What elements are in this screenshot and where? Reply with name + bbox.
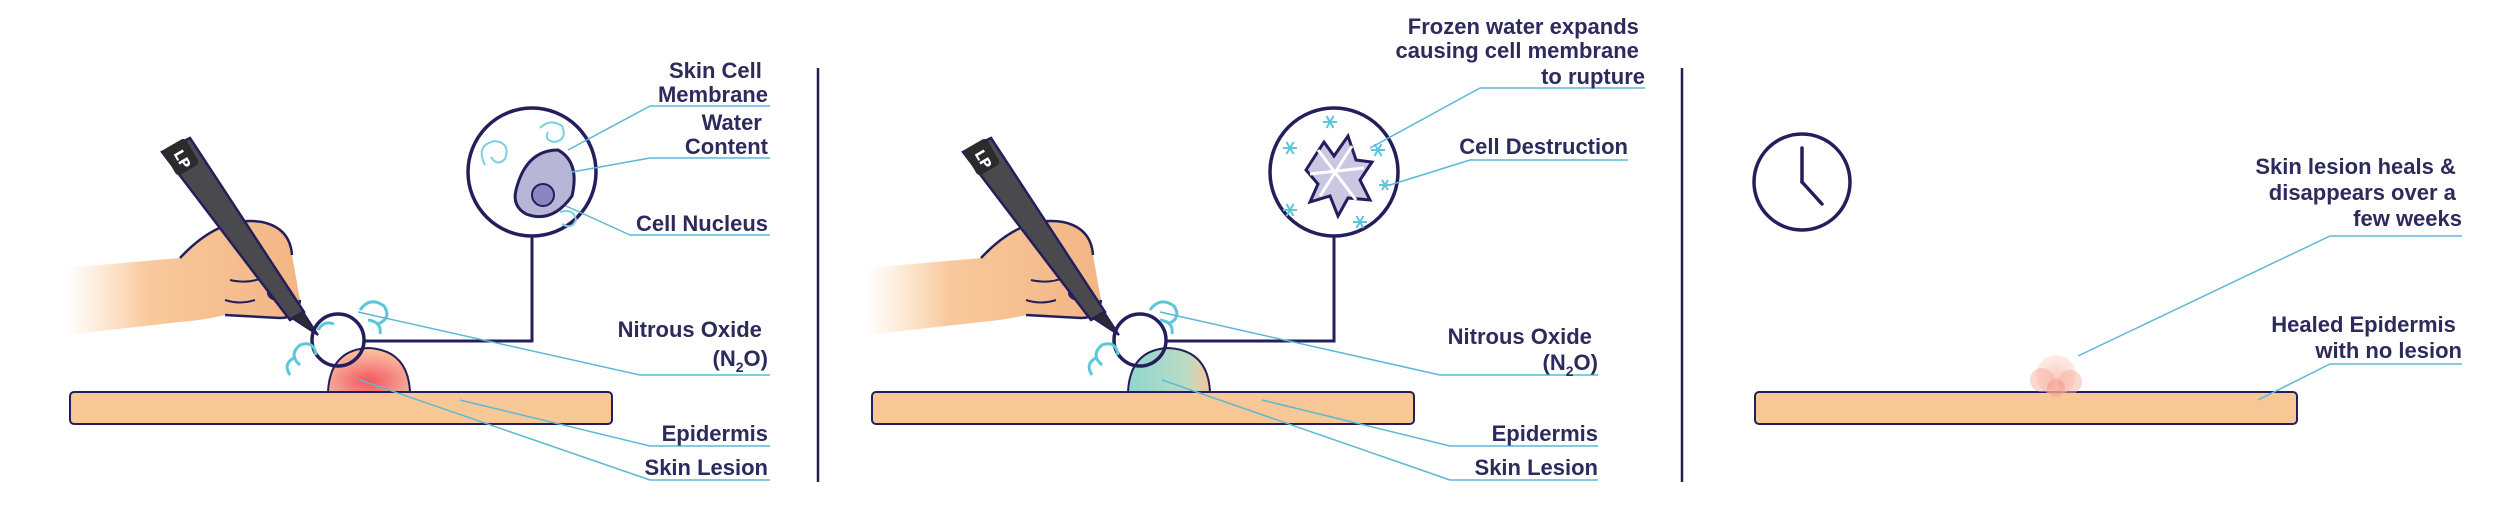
cryo-pen-icon: LP: [961, 136, 1120, 336]
label-frozen-water-expands: Frozen water expands causing cell membra…: [1396, 14, 1645, 89]
label-nitrous-oxide: Nitrous Oxide (N2O): [1448, 324, 1598, 379]
panel-3: Skin lesion heals & disappears over a fe…: [1752, 132, 2462, 425]
spray-swirls: [285, 300, 389, 376]
spray-swirls: [1087, 300, 1179, 376]
epidermis-slab: [871, 391, 1415, 425]
skin-lesion: [326, 346, 412, 393]
cell-destruction-zoom: [1268, 106, 1400, 238]
panel-2: LP: [866, 14, 1645, 481]
healing-lesion: [2030, 355, 2082, 397]
epidermis-slab: [69, 391, 613, 425]
label-cell-destruction: Cell Destruction: [1459, 134, 1628, 159]
frozen-skin-lesion: [1126, 346, 1212, 393]
epidermis-slab: [1754, 391, 2298, 425]
label-healed-epidermis: Healed Epidermis with no lesion: [2271, 312, 2462, 363]
clock-icon: [1752, 132, 1852, 232]
label-epidermis: Epidermis: [662, 421, 768, 446]
panel-1: LP: [65, 58, 770, 481]
cryo-pen-icon: LP: [160, 136, 319, 336]
application-ring: [310, 312, 366, 368]
label-nitrous-oxide: Nitrous Oxide (N2O): [618, 317, 768, 375]
label-skin-cell-membrane: Skin Cell Membrane: [658, 58, 768, 107]
cell-zoom: [466, 106, 598, 238]
label-epidermis: Epidermis: [1492, 421, 1598, 446]
label-cell-nucleus: Cell Nucleus: [636, 211, 768, 236]
label-skin-lesion: Skin Lesion: [645, 455, 768, 480]
label-skin-lesion: Skin Lesion: [1475, 455, 1598, 480]
ice-crystal-icons: [1283, 115, 1391, 229]
label-skin-lesion-heals: Skin lesion heals & disappears over a fe…: [2255, 154, 2462, 231]
label-water-content: Water Content: [685, 110, 769, 159]
